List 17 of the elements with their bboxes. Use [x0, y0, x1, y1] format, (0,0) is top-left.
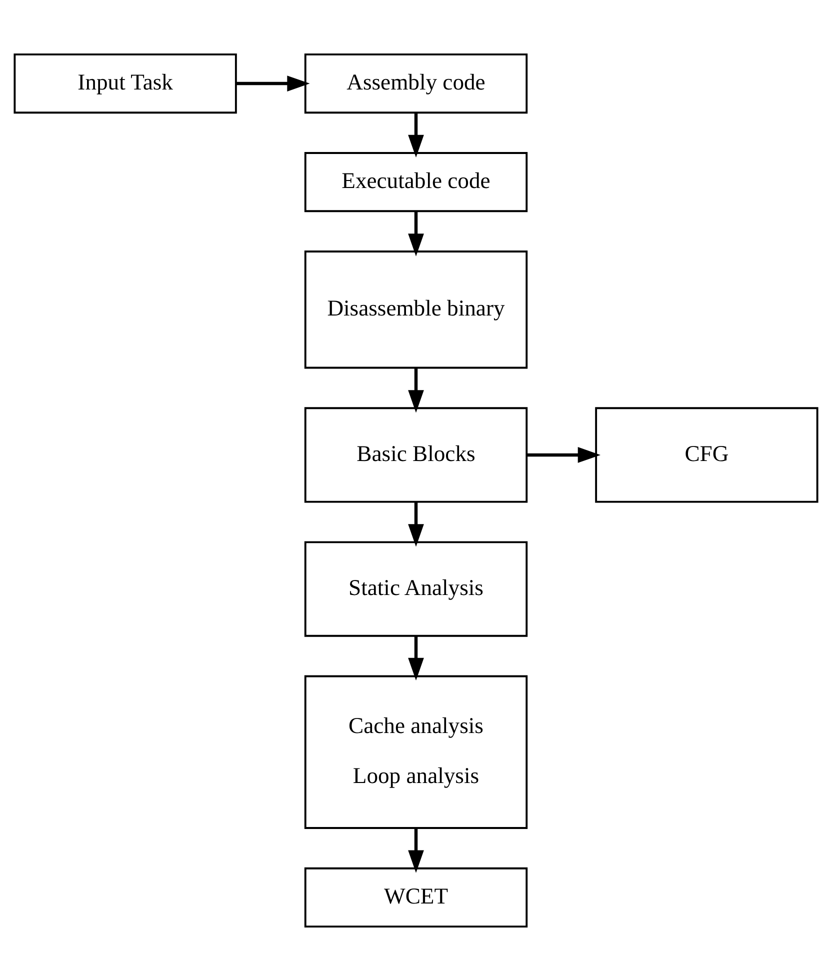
- arrow: [408, 636, 424, 680]
- arrow: [526, 446, 600, 462]
- node-box: Executable code: [304, 152, 528, 212]
- node-box: Cache analysis Loop analysis: [304, 674, 528, 828]
- node-box: Input Task: [14, 53, 237, 114]
- node-box: Assembly code: [304, 53, 528, 114]
- node-box: WCET: [304, 866, 528, 927]
- node-box: Disassemble binary: [304, 250, 528, 368]
- arrow: [408, 112, 424, 157]
- node-box: Basic Blocks: [304, 406, 528, 502]
- node-box: CFG: [595, 406, 818, 502]
- arrow: [408, 502, 424, 546]
- arrow: [408, 828, 424, 872]
- arrow: [408, 367, 424, 412]
- node-box: Static Analysis: [304, 540, 528, 636]
- arrow: [236, 75, 310, 91]
- arrow: [408, 210, 424, 256]
